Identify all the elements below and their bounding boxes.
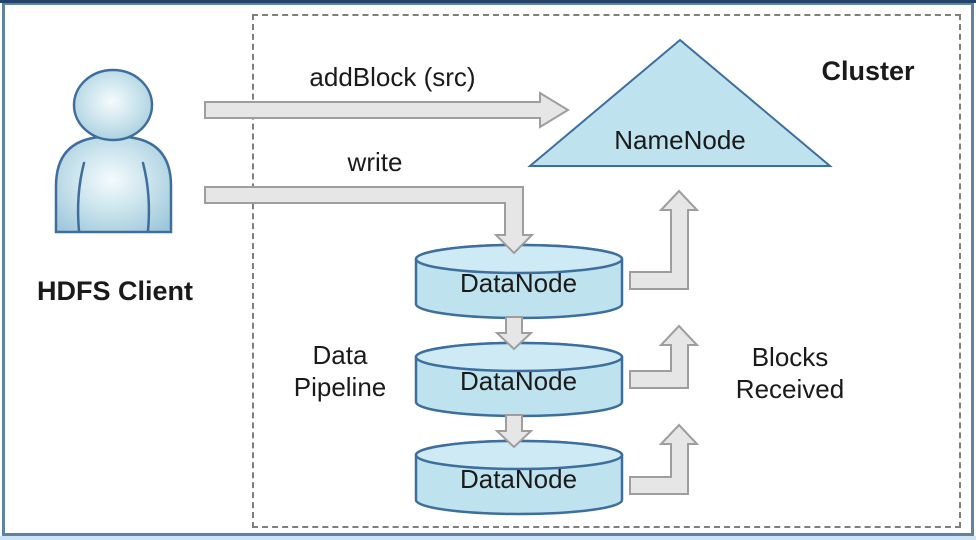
triangle-node-icon [527, 38, 833, 167]
datanode-label: DataNode [459, 268, 578, 298]
database-cylinder-icon [414, 341, 624, 418]
blocks-received-line1: Blocks [751, 342, 829, 372]
data-pipeline-label: Data Pipeline [258, 339, 422, 403]
hdfs-client-label: HDFS Client [36, 276, 193, 306]
blocks-received-up-arrow [629, 189, 700, 290]
addblock-arrow [204, 91, 570, 129]
pipeline-down-arrow [494, 316, 534, 351]
datanode-label: DataNode [459, 464, 578, 494]
blocks-received-up-arrow [629, 423, 700, 495]
blocks-received-label: Blocks Received [708, 341, 872, 405]
frame-top-edge [0, 0, 976, 3]
blocks-received-line2: Received [735, 374, 845, 404]
frame-bottom-edge [0, 536, 976, 540]
namenode-label: NameNode [614, 125, 746, 155]
cluster-boundary [252, 14, 961, 528]
data-pipeline-line2: Pipeline [293, 372, 387, 402]
cluster-title: Cluster [821, 56, 915, 86]
datanode-label: DataNode [459, 366, 578, 396]
person-icon [54, 68, 173, 234]
write-arrow-label: write [347, 147, 403, 177]
write-arrow [204, 186, 535, 255]
blocks-received-up-arrow [629, 324, 700, 389]
addblock-arrow-label: addBlock (src) [309, 62, 476, 92]
pipeline-down-arrow [494, 414, 534, 449]
data-pipeline-line1: Data [312, 340, 368, 370]
